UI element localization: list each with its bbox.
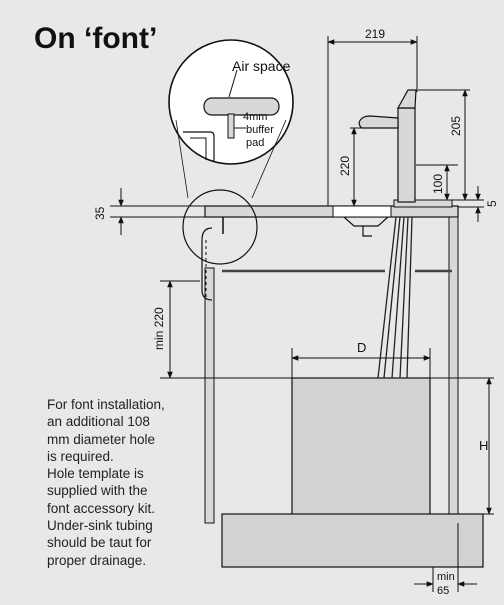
dimension-min-65	[414, 523, 477, 592]
water-unit	[291, 377, 431, 517]
dimension-d-label: D	[357, 340, 366, 355]
detail-pin	[227, 113, 235, 139]
air-space-leader	[228, 69, 238, 98]
dimension-35	[110, 188, 205, 235]
under-sink-tubing	[377, 216, 413, 379]
cabinet-wall-right	[448, 216, 459, 515]
note-line: should be taut for	[47, 535, 152, 551]
dimension-h	[430, 377, 494, 515]
dimension-min-220-label: min 220	[152, 307, 166, 350]
pad-label-line3: pad	[246, 137, 264, 149]
dimension-min-220	[160, 280, 292, 379]
sink-bowl	[332, 205, 392, 218]
dimension-5-label: 5	[485, 200, 499, 207]
floor-base	[221, 513, 484, 568]
benchtop	[204, 205, 459, 218]
detail-benchtop	[203, 97, 280, 116]
font-top	[396, 89, 417, 109]
dimension-205-label: 205	[449, 116, 463, 136]
detail-tube-inner	[190, 137, 207, 160]
note-line: Under-sink tubing	[47, 518, 153, 534]
cabinet-wall-left	[204, 267, 215, 524]
zoom-connector-left	[175, 119, 189, 199]
note-line: proper drainage.	[47, 552, 147, 568]
dimension-h-label: H	[479, 438, 488, 453]
dimension-220	[350, 127, 362, 207]
dimension-100-label: 100	[431, 174, 445, 194]
dimension-219	[327, 36, 418, 206]
dimension-min-65-line2: 65	[437, 585, 449, 597]
dimension-100	[416, 164, 458, 201]
detail-tube	[183, 131, 215, 162]
dimension-5	[458, 186, 484, 222]
sink-waste	[343, 216, 389, 227]
font-column	[397, 107, 416, 203]
side-tube	[201, 227, 213, 301]
font-spout	[358, 115, 399, 129]
note-line: mm diameter hole	[47, 431, 156, 447]
note-line: an additional 108	[47, 414, 150, 430]
detail-circle-lower	[182, 189, 258, 265]
dimension-d	[291, 348, 431, 378]
air-space-label: Air space	[232, 58, 291, 74]
sink-outlet	[362, 226, 372, 237]
zoom-connector-right	[251, 119, 287, 199]
dimension-219-label: 219	[365, 27, 385, 41]
dimension-35-label: 35	[93, 206, 107, 220]
dimension-220-label: 220	[338, 156, 352, 176]
pad-label-line2: buffer	[246, 124, 274, 136]
dimension-min-65-line1: min	[437, 571, 455, 583]
pad-label-line1: 4mm	[243, 111, 267, 123]
installation-note: For font installation, an additional 108…	[47, 396, 207, 569]
note-line: Hole template is	[47, 466, 144, 482]
note-line: font accessory kit.	[47, 500, 156, 516]
page-title: On ‘font’	[34, 22, 158, 55]
note-line: For font installation,	[47, 397, 165, 412]
note-line: is required.	[47, 448, 114, 464]
note-line: supplied with the	[47, 483, 148, 499]
